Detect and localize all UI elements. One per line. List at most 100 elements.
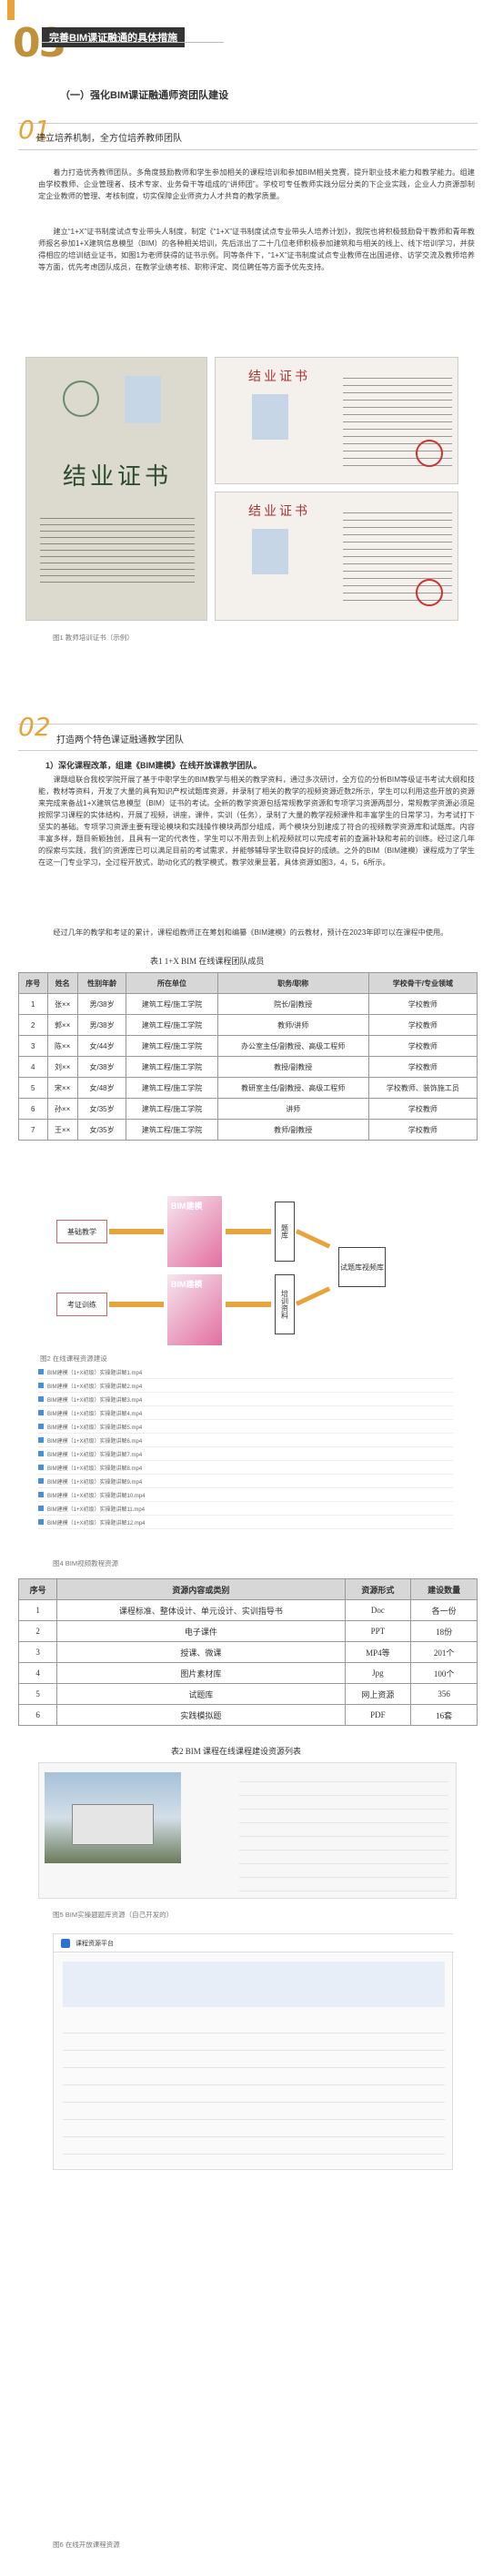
table-cell: 201个 <box>410 1641 478 1663</box>
table-cell: 女/48岁 <box>76 1077 127 1099</box>
resource-diagram: 基础教学 考证训练 BIM建模 BIM建模 题库 培训资料 试题库视频库 <box>40 1194 468 1349</box>
table-cell: 建筑工程/施工学院 <box>126 1077 218 1099</box>
table-cell: 100个 <box>410 1662 478 1684</box>
table-cell: 男/38岁 <box>76 1014 127 1036</box>
table-cell: 教授/副教授 <box>216 1056 369 1078</box>
certificate-right-bottom: 结业证书 <box>215 492 458 621</box>
book-cover-bottom: BIM建模 <box>167 1274 222 1345</box>
list-item[interactable]: BIM建模（1+X初级）实操题讲解7.mp4 <box>38 1447 453 1461</box>
table-cell: 院长/副教授 <box>216 993 369 1015</box>
arrow-icon <box>109 1302 164 1307</box>
table-cell: 18份 <box>410 1620 478 1642</box>
table-1-header: 职务/职称 <box>216 972 369 994</box>
figure-6-screenshot: 课程资源平台 <box>53 1933 454 2170</box>
subsection2-box <box>18 724 478 751</box>
figure-6-caption: 图6 在线开放课程资源 <box>53 2541 120 2549</box>
file-name: BIM建模（1+X初级）实操题讲解7.mp4 <box>47 1452 143 1458</box>
list-item[interactable]: BIM建模（1+X初级）实操题讲解5.mp4 <box>38 1420 453 1434</box>
table-cell: 3 <box>18 1035 48 1057</box>
table-cell: 建筑工程/施工学院 <box>126 1056 218 1078</box>
list-item[interactable]: BIM建模（1+X初级）实操题讲解6.mp4 <box>38 1434 453 1447</box>
table-cell: 5 <box>17 1683 58 1705</box>
table-cell: 7 <box>18 1119 48 1141</box>
table-cell: 学校教师 <box>367 1056 478 1078</box>
table-2-caption: 表2 BIM 课程在线课程建设资源列表 <box>171 1747 302 1756</box>
photo <box>125 376 161 423</box>
course-resource-list <box>63 2016 445 2162</box>
table-cell: 学校教师 <box>367 1098 478 1120</box>
file-name: BIM建模（1+X初级）实操题讲解1.mp4 <box>47 1370 143 1376</box>
video-file-icon <box>38 1396 44 1402</box>
file-name: BIM建模（1+X初级）实操题讲解5.mp4 <box>47 1425 143 1431</box>
table-cell: 4 <box>17 1662 58 1684</box>
list-item[interactable]: BIM建模（1+X初级）实操题讲解11.mp4 <box>38 1502 453 1516</box>
table-cell: 授课、微课 <box>56 1641 346 1663</box>
table-cell: 4 <box>18 1056 48 1078</box>
table-1-header: 性别年龄 <box>76 972 127 994</box>
list-item[interactable]: BIM建模（1+X初级）实操题讲解3.mp4 <box>38 1393 453 1406</box>
table-cell: 孙×× <box>46 1098 78 1120</box>
table-cell: 实践模拟题 <box>56 1704 346 1726</box>
table-cell: 教师/副教授 <box>216 1119 369 1141</box>
certificate-left: 结业证书 <box>25 357 207 621</box>
book-title: BIM建模 <box>171 1202 203 1211</box>
figure-1-caption: 图1 教师培训证书（示例） <box>53 634 134 642</box>
list-item[interactable]: BIM建模（1+X初级）实操题讲解8.mp4 <box>38 1461 453 1475</box>
building-shape <box>72 1804 154 1845</box>
table-1-header: 学校骨干/专业领域 <box>367 972 478 994</box>
video-file-icon <box>38 1506 44 1511</box>
certificate-body-text <box>40 512 195 585</box>
list-item[interactable]: BIM建模（1+X初级）实操题讲解9.mp4 <box>38 1475 453 1488</box>
table-1-header: 序号 <box>18 972 48 994</box>
file-name: BIM建模（1+X初级）实操题讲解2.mp4 <box>47 1384 143 1390</box>
table-1-header: 姓名 <box>46 972 78 994</box>
photo <box>252 394 288 440</box>
table-cell: 学校教师 <box>367 1014 478 1036</box>
table-cell: 试题库 <box>56 1683 346 1705</box>
table-cell: 张×× <box>46 993 78 1015</box>
section1-title: （一）强化BIM课证融通师资团队建设 <box>60 90 229 101</box>
file-name: BIM建模（1+X初级）实操题讲解4.mp4 <box>47 1411 143 1417</box>
list-item[interactable]: BIM建模（1+X初级）实操题讲解2.mp4 <box>38 1379 453 1393</box>
list-item[interactable]: BIM建模（1+X初级）实操题讲解1.mp4 <box>38 1365 453 1379</box>
video-file-icon <box>38 1410 44 1415</box>
list-item[interactable]: BIM建模（1+X初级）实操题讲解10.mp4 <box>38 1488 453 1502</box>
table-1-caption: 表1 1+X BIM 在线课程团队成员 <box>150 957 265 966</box>
table-cell: 宋×× <box>46 1077 78 1099</box>
table-cell: 学校教师、装饰施工员 <box>367 1077 478 1099</box>
file-name: BIM建模（1+X初级）实操题讲解11.mp4 <box>47 1506 146 1513</box>
table-cell: 6 <box>18 1098 48 1120</box>
table-cell: 1 <box>18 993 48 1015</box>
header-accent-stripe <box>7 0 15 20</box>
table-cell: 女/35岁 <box>76 1119 127 1141</box>
table-2-header: 序号 <box>17 1578 58 1600</box>
header-title: 完善BIM课证融通的具体措施 <box>42 27 186 47</box>
table-cell: 学校教师 <box>367 1119 478 1141</box>
table-cell: MP4等 <box>344 1641 412 1663</box>
table-cell: 6 <box>17 1704 58 1726</box>
video-file-icon <box>38 1437 44 1443</box>
book-title: BIM建模 <box>171 1280 203 1289</box>
table-cell: 3 <box>17 1641 58 1663</box>
table-cell: 学校教师 <box>367 1035 478 1057</box>
paragraph-1: 着力打造优秀教师团队。多角度鼓励教师和学生参加相关的课程培训和参加BIM相关竞赛… <box>38 168 475 200</box>
list-item[interactable]: BIM建模（1+X初级）实操题讲解4.mp4 <box>38 1406 453 1420</box>
table-cell: PPT <box>344 1620 412 1642</box>
platform-top-bar: 课程资源平台 <box>54 1934 454 1952</box>
certificate-title: 结业证书 <box>62 463 172 491</box>
video-file-icon <box>38 1465 44 1470</box>
table-cell: Doc <box>344 1599 412 1621</box>
table-cell: 图片素材库 <box>56 1662 346 1684</box>
diagram-training-materials: 培训资料 <box>275 1274 295 1334</box>
table-cell: 2 <box>18 1014 48 1036</box>
table-cell: 女/38岁 <box>76 1056 127 1078</box>
table-cell: 1 <box>17 1599 58 1621</box>
list-item[interactable]: BIM建模（1+X初级）实操题讲解12.mp4 <box>38 1516 453 1529</box>
table-cell: PDF <box>344 1704 412 1726</box>
